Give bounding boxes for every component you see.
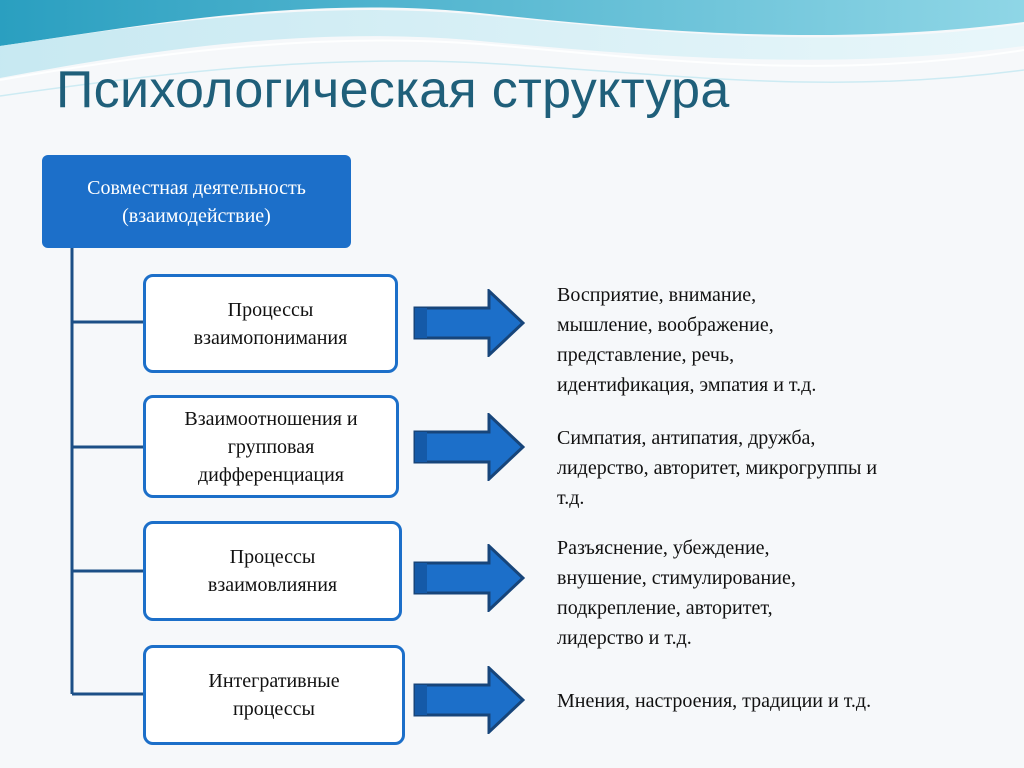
description-line: Симпатия, антипатия, дружба, bbox=[557, 427, 816, 449]
description-line: идентификация, эмпатия и т.д. bbox=[557, 374, 817, 396]
root-line-2: (взаимодействие) bbox=[122, 204, 271, 227]
arrow-right-icon bbox=[413, 413, 525, 481]
description-line: Восприятие, внимание, bbox=[557, 284, 757, 306]
description-integrative: Мнения, настроения, традиции и т.д. bbox=[557, 686, 871, 716]
node-line: взаимовлияния bbox=[207, 574, 338, 596]
node-line: взаимопонимания bbox=[193, 326, 348, 349]
node-integrative: Интегративные процессы bbox=[143, 645, 405, 745]
description-line: подкрепление, авторитет, bbox=[557, 597, 773, 619]
description-line: Разъяснение, убеждение, bbox=[557, 537, 770, 559]
description-mutual-influence: Разъяснение, убеждение, внушение, стимул… bbox=[557, 533, 796, 653]
slide-title: Психологическая структура bbox=[56, 61, 730, 119]
node-line: групповая bbox=[227, 435, 315, 458]
description-relationships: Симпатия, антипатия, дружба, лидерство, … bbox=[557, 423, 877, 513]
arrow-right-icon bbox=[413, 666, 525, 734]
node-relationships: Взаимоотношения и групповая дифференциац… bbox=[143, 395, 399, 498]
root-line-1: Совместная деятельность bbox=[87, 176, 306, 199]
arrow-right-icon bbox=[413, 544, 525, 612]
node-line: Процессы bbox=[227, 298, 314, 321]
description-line: Мнения, настроения, традиции и т.д. bbox=[557, 690, 872, 712]
node-mutual-understanding: Процессы взаимопонимания bbox=[143, 274, 398, 373]
arrow-right-icon bbox=[413, 289, 525, 357]
node-mutual-influence: Процессы взаимовлияния bbox=[143, 521, 402, 621]
description-line: т.д. bbox=[557, 487, 585, 509]
description-line: лидерство, авторитет, микрогруппы и bbox=[557, 457, 878, 479]
node-line: процессы bbox=[233, 698, 315, 720]
description-line: мышление, воображение, bbox=[557, 314, 774, 336]
node-line: Процессы bbox=[229, 546, 316, 568]
description-line: лидерство и т.д. bbox=[557, 627, 692, 649]
description-mutual-understanding: Восприятие, внимание, мышление, воображе… bbox=[557, 280, 816, 400]
description-line: представление, речь, bbox=[557, 344, 735, 366]
node-line: Интегративные bbox=[208, 670, 340, 692]
node-line: дифференциация bbox=[197, 463, 345, 486]
description-line: внушение, стимулирование, bbox=[557, 567, 796, 589]
node-line: Взаимоотношения и bbox=[184, 407, 358, 430]
root-node: Совместная деятельность (взаимодействие) bbox=[42, 155, 351, 248]
